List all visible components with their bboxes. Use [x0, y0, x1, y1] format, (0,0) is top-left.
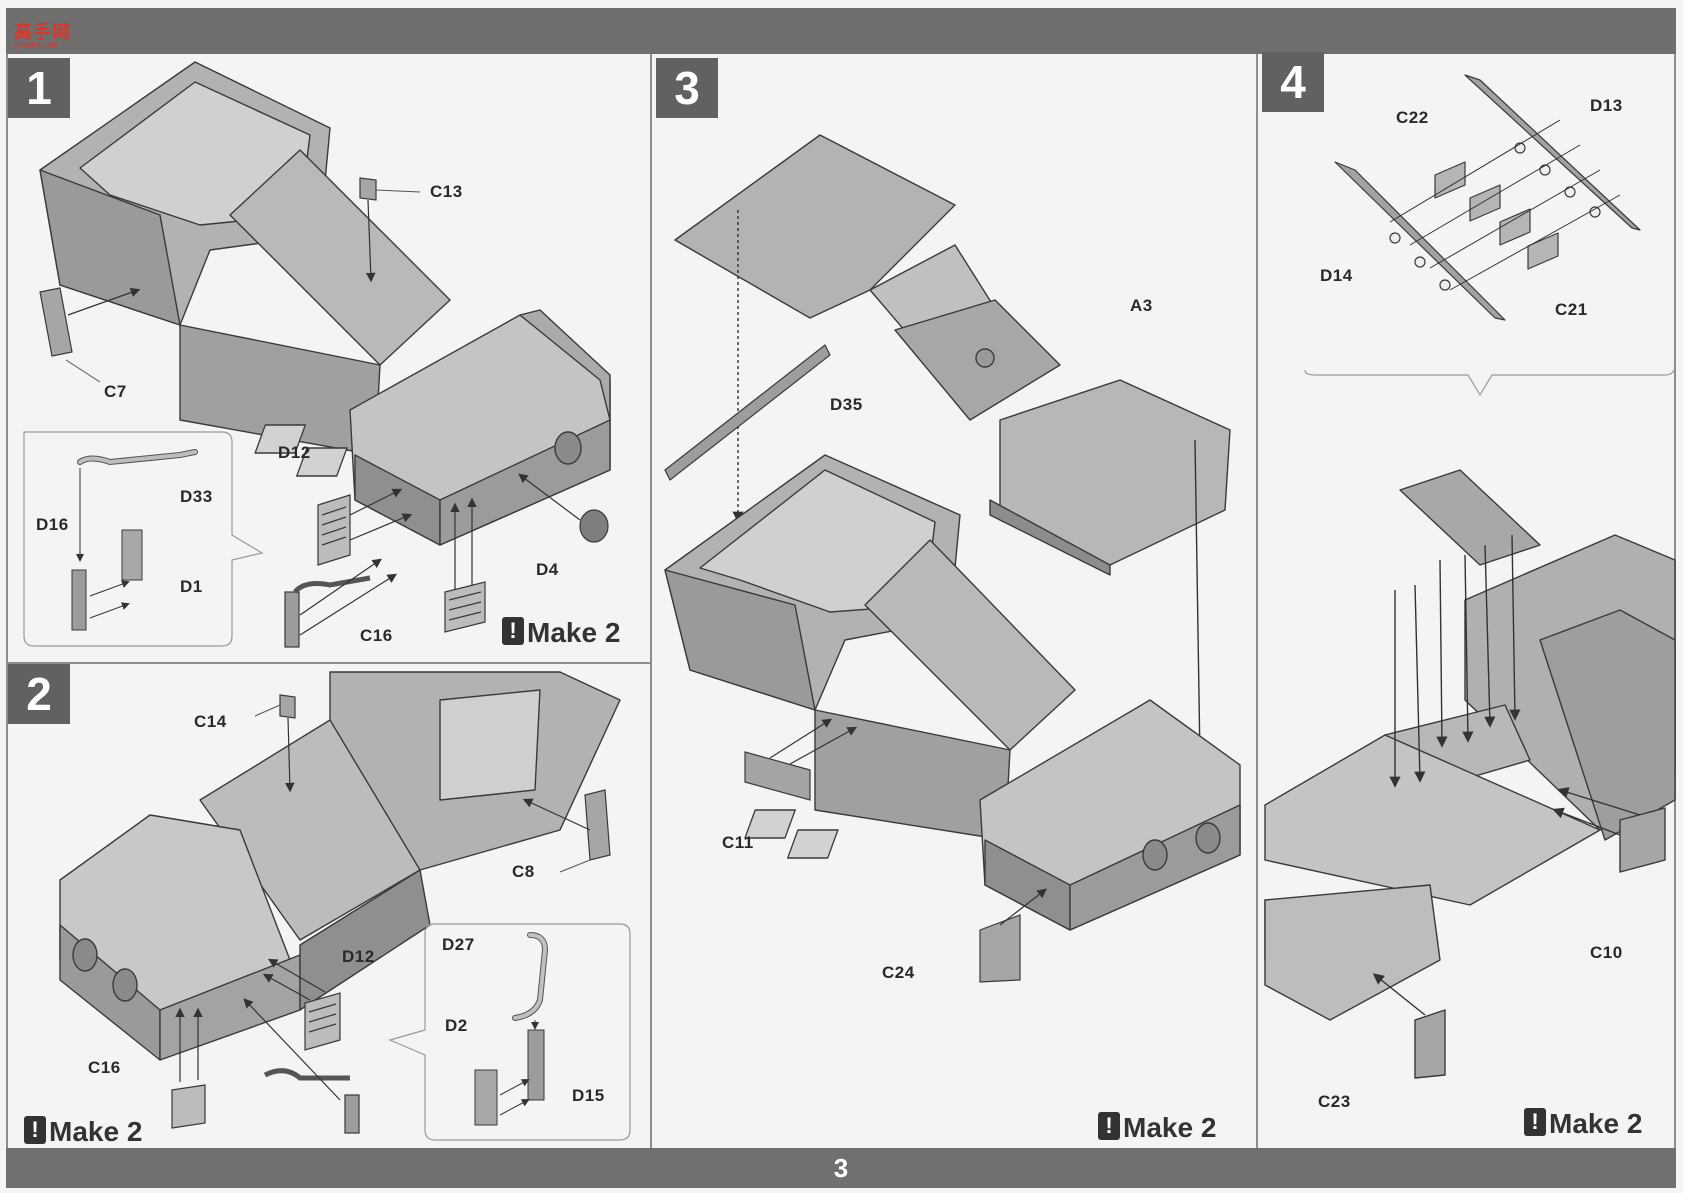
label-d16: D16 [36, 515, 69, 534]
label-d35: D35 [830, 395, 863, 414]
divider-vertical-1 [650, 54, 652, 1148]
step4-beams [1304, 74, 1676, 396]
make-note-2: !Make 2 [24, 1116, 142, 1148]
warning-icon: ! [1524, 1108, 1546, 1136]
label-d14: D14 [1320, 266, 1353, 285]
warning-icon: ! [502, 617, 524, 645]
step2-hull [59, 671, 621, 1061]
part-d35 [664, 344, 831, 481]
step3-parts [744, 718, 1047, 983]
label-d33: D33 [180, 487, 213, 506]
make-note-3: !Make 2 [1098, 1112, 1216, 1144]
page-number: 3 [833, 1153, 849, 1183]
step4-hull [1264, 469, 1676, 1079]
divider-left [6, 54, 8, 1148]
step2-parts [171, 694, 611, 1134]
label-c16-step2: C16 [88, 1058, 121, 1077]
make-note-4: !Make 2 [1524, 1108, 1642, 1140]
site-logo: 高手网 gaoshou.net [14, 18, 74, 50]
warning-icon: ! [1098, 1112, 1120, 1140]
label-c22: C22 [1396, 108, 1429, 127]
label-c13: C13 [430, 182, 463, 201]
footer-band: 3 [6, 1148, 1676, 1188]
label-c8: C8 [512, 862, 535, 881]
divider-vertical-2 [1256, 54, 1258, 1148]
divider-horizontal [6, 662, 651, 664]
label-d15: D15 [572, 1086, 605, 1105]
label-c14: C14 [194, 712, 227, 731]
label-c24: C24 [882, 963, 915, 982]
step-number-3: 3 [656, 58, 718, 118]
step3-hull [664, 454, 1241, 931]
step1-parts [284, 473, 609, 648]
label-c11: C11 [722, 833, 754, 852]
step-number-1: 1 [8, 58, 70, 118]
label-d4: D4 [536, 560, 559, 579]
warning-icon: ! [24, 1116, 46, 1144]
step1-hull [39, 61, 611, 546]
label-d2: D2 [445, 1016, 468, 1035]
make-note-1: !Make 2 [502, 617, 620, 649]
label-c7: C7 [104, 382, 127, 401]
label-c16: C16 [360, 626, 393, 645]
header-band: 高手网 gaoshou.net [6, 8, 1676, 54]
part-c13 [359, 177, 421, 283]
step2-inset [388, 923, 631, 1141]
label-a3: A3 [1130, 296, 1153, 315]
label-c10: C10 [1590, 943, 1623, 962]
part-c7 [39, 287, 141, 383]
logo-url: gaoshou.net [14, 40, 59, 49]
label-d1: D1 [180, 577, 203, 596]
step3-deck [674, 134, 1231, 763]
label-d12: D12 [278, 443, 311, 462]
step-number-4: 4 [1262, 52, 1324, 112]
step-number-2: 2 [8, 664, 70, 724]
label-d27: D27 [442, 935, 475, 954]
label-c21: C21 [1555, 300, 1588, 319]
label-c23: C23 [1318, 1092, 1351, 1111]
make-note-text: Make 2 [49, 1116, 143, 1147]
make-note-text: Make 2 [1549, 1108, 1643, 1139]
label-d13: D13 [1590, 96, 1623, 115]
step1-inset [23, 431, 264, 647]
make-note-text: Make 2 [1123, 1112, 1217, 1143]
label-d12-step2: D12 [342, 947, 375, 966]
logo-text: 高手网 [14, 22, 71, 43]
make-note-text: Make 2 [527, 617, 621, 648]
